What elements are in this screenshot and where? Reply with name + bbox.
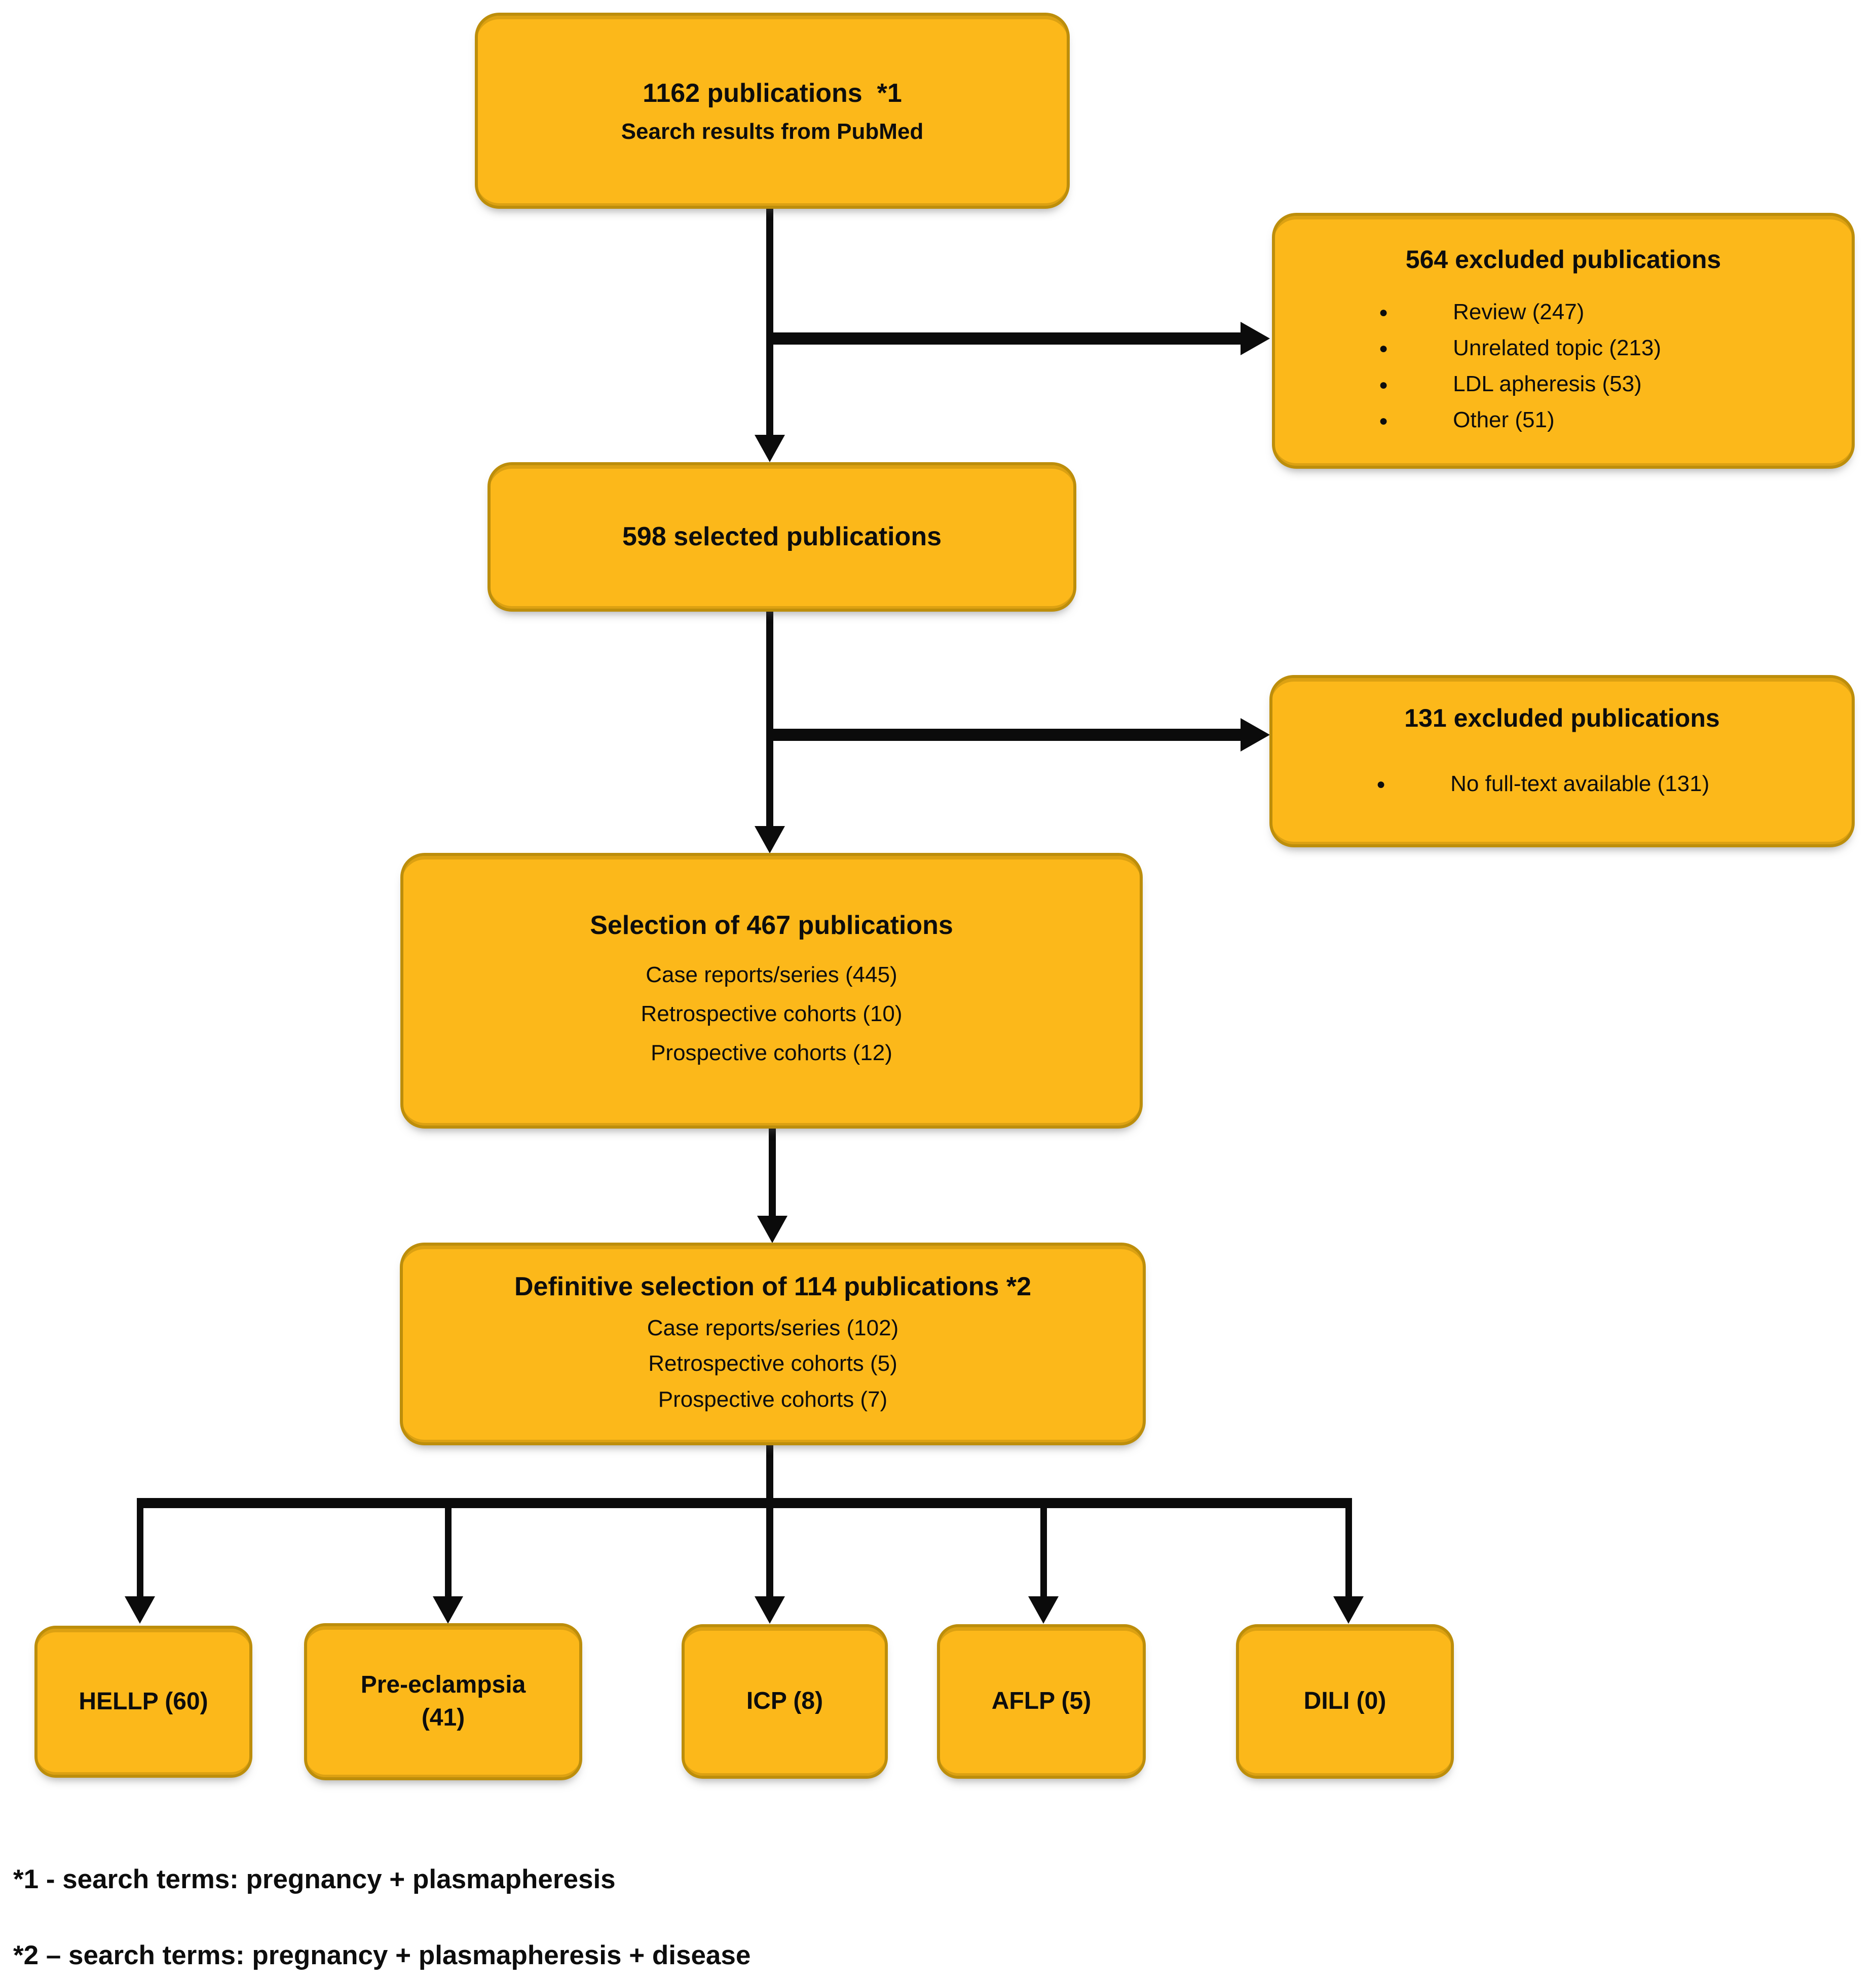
arrowhead-into-598 [755, 435, 785, 462]
connector-598-to-467 [766, 611, 773, 828]
leaf-aflp: AFLP (5) [937, 1624, 1146, 1779]
branch-bar [137, 1498, 1352, 1508]
node-definitive-114-line: Case reports/series (102) [647, 1315, 899, 1340]
node-selection-467-line: Case reports/series (445) [646, 962, 897, 987]
node-pubmed-results: 1162 publications *1 Search results from… [475, 13, 1070, 209]
excluded-131-list: ● No full-text available (131) [1272, 766, 1709, 802]
footnote-1: *1 - search terms: pregnancy + plasmaphe… [13, 1864, 616, 1894]
list-item-label: Review (247) [1453, 299, 1585, 324]
bullet-icon: ● [1379, 340, 1389, 357]
node-definitive-114-line: Retrospective cohorts (5) [648, 1351, 897, 1376]
arrowhead-into-467 [755, 826, 785, 853]
arrowhead-into-dili [1333, 1596, 1364, 1624]
drop-preeclampsia [445, 1506, 452, 1597]
bullet-icon: ● [1379, 304, 1389, 321]
drop-aflp [1040, 1506, 1047, 1597]
node-definitive-114-line: Prospective cohorts (7) [658, 1387, 888, 1412]
bullet-icon: ● [1379, 376, 1389, 393]
bullet-icon: ● [1376, 776, 1386, 793]
list-item-label: Unrelated topic (213) [1453, 335, 1662, 360]
list-item: ● No full-text available (131) [1376, 766, 1709, 802]
arrowhead-into-aflp [1028, 1596, 1059, 1624]
connector-pubmed-to-598 [766, 205, 773, 436]
leaf-hellp: HELLP (60) [34, 1626, 252, 1778]
list-item: ● Other (51) [1379, 402, 1555, 438]
list-item-label: LDL apheresis (53) [1453, 371, 1642, 397]
list-item-label: Other (51) [1453, 407, 1555, 433]
leaf-label: AFLP (5) [991, 1688, 1092, 1715]
node-pubmed-title: 1162 publications *1 [643, 79, 902, 108]
arrowhead-into-definitive [757, 1216, 787, 1243]
connector-to-excluded-564 [770, 332, 1242, 345]
connector-to-excluded-131 [770, 729, 1242, 741]
bullet-icon: ● [1379, 412, 1389, 429]
list-item-label: No full-text available (131) [1450, 771, 1710, 796]
arrowhead-into-excluded-564 [1241, 322, 1270, 355]
leaf-label: Pre-eclampsia (41) [360, 1671, 526, 1731]
leaf-label: ICP (8) [746, 1688, 823, 1715]
list-item: ● LDL apheresis (53) [1379, 366, 1642, 402]
node-definitive-114: Definitive selection of 114 publications… [400, 1243, 1146, 1445]
node-selection-467-line: Retrospective cohorts (10) [641, 1001, 903, 1026]
drop-icp [766, 1506, 773, 1597]
leaf-preeclampsia: Pre-eclampsia (41) [304, 1623, 582, 1780]
list-item: ● Review (247) [1379, 294, 1584, 330]
node-excluded-564: 564 excluded publications ● Review (247) … [1272, 213, 1855, 469]
node-selection-467-line: Prospective cohorts (12) [651, 1040, 892, 1065]
arrowhead-into-excluded-131 [1241, 718, 1270, 752]
leaf-label: HELLP (60) [79, 1688, 208, 1715]
node-pubmed-subtitle: Search results from PubMed [621, 119, 924, 144]
leaf-icp: ICP (8) [682, 1624, 888, 1779]
node-selected-598-title: 598 selected publications [622, 522, 942, 551]
leaf-label: DILI (0) [1303, 1688, 1386, 1715]
node-excluded-131-title: 131 excluded publications [1404, 704, 1720, 732]
drop-hellp [137, 1506, 143, 1597]
list-item: ● Unrelated topic (213) [1379, 330, 1661, 366]
node-excluded-131: 131 excluded publications ● No full-text … [1269, 675, 1855, 847]
node-selection-467-title: Selection of 467 publications [590, 911, 953, 940]
arrowhead-into-hellp [125, 1596, 155, 1624]
node-excluded-564-title: 564 excluded publications [1405, 245, 1721, 274]
connector-definitive-to-branch [766, 1445, 773, 1506]
excluded-564-list: ● Review (247) ● Unrelated topic (213) ● LD… [1275, 294, 1661, 438]
arrowhead-into-preeclampsia [433, 1596, 463, 1624]
leaf-dili: DILI (0) [1236, 1624, 1454, 1779]
node-selection-467: Selection of 467 publications Case repor… [400, 853, 1143, 1129]
node-selected-598: 598 selected publications [487, 462, 1076, 612]
drop-dili [1345, 1506, 1352, 1597]
footnote-2: *2 – search terms: pregnancy + plasmaphe… [13, 1940, 751, 1970]
node-definitive-114-title: Definitive selection of 114 publications… [514, 1271, 1032, 1301]
connector-467-to-definitive [769, 1129, 776, 1217]
arrowhead-into-icp [755, 1596, 785, 1624]
